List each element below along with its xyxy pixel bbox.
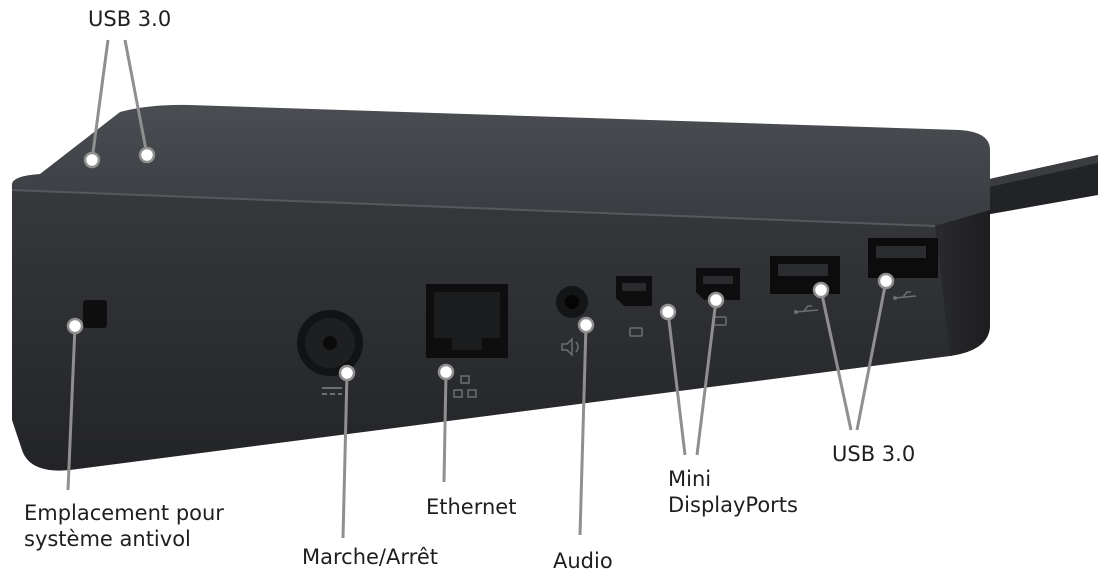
label-audio-text: Audio [553, 549, 613, 573]
callout-line-ethernet [442, 371, 448, 483]
callout-line-lock [66, 325, 77, 491]
callout-line-usb-top-right [123, 39, 149, 156]
label-lock-slot: Emplacement pour système antivol [24, 500, 224, 552]
callout-marker-minidp-1 [659, 303, 677, 321]
callout-markers [66, 146, 895, 382]
label-lock-line2: système antivol [24, 527, 191, 551]
mini-displayport-icon [616, 276, 652, 306]
callout-marker-ethernet [437, 363, 455, 381]
callout-marker-usb-front-2 [877, 272, 895, 290]
power-jack-icon [297, 310, 363, 376]
label-minidp-line1: Mini [668, 467, 712, 491]
callout-line-minidp-2 [695, 299, 718, 456]
power-cable-icon [985, 155, 1098, 215]
audio-jack-icon [556, 286, 588, 318]
callout-marker-usb-top-left [83, 151, 101, 169]
usb-port-icon [868, 238, 938, 278]
callout-marker-usb-front-1 [812, 281, 830, 299]
label-usb-front-text: USB 3.0 [832, 442, 916, 466]
callout-marker-power [338, 364, 356, 382]
label-mini-displayports: Mini DisplayPorts [668, 466, 798, 518]
callout-line-usb-top-left [90, 39, 110, 161]
label-ethernet: Ethernet [426, 494, 516, 520]
label-usb-front: USB 3.0 [832, 441, 915, 467]
callout-line-usb-front-2 [855, 280, 888, 431]
callout-line-minidp-1 [666, 311, 687, 456]
lock-slot-icon [83, 300, 107, 328]
label-minidp-line2: DisplayPorts [668, 493, 798, 517]
label-lock-line1: Emplacement pour [24, 501, 224, 525]
usb-symbol-icon [893, 291, 917, 300]
label-usb-top-text: USB 3.0 [88, 7, 172, 31]
callout-lines [66, 39, 888, 539]
mini-displayport-icon [696, 268, 740, 300]
callout-marker-usb-top-right [138, 146, 156, 164]
callout-marker-audio [577, 316, 595, 334]
usb-symbol-icon [794, 305, 819, 314]
callout-line-audio [578, 324, 588, 536]
label-usb-top: USB 3.0 [88, 6, 171, 32]
label-power: Marche/Arrêt [302, 544, 438, 570]
label-power-text: Marche/Arrêt [302, 545, 438, 569]
callout-marker-minidp-2 [707, 291, 725, 309]
label-audio: Audio [553, 548, 613, 574]
callout-line-usb-front-1 [819, 289, 853, 431]
dc-power-symbol-icon [322, 387, 342, 395]
callout-marker-lock [66, 317, 84, 335]
monitor-symbol-icon [629, 327, 643, 337]
network-symbol-icon [453, 375, 477, 398]
usb-port-icon [770, 256, 840, 294]
callout-line-power [341, 372, 349, 539]
ethernet-port-icon [426, 284, 508, 358]
speaker-symbol-icon [561, 337, 579, 357]
label-ethernet-text: Ethernet [426, 495, 517, 519]
